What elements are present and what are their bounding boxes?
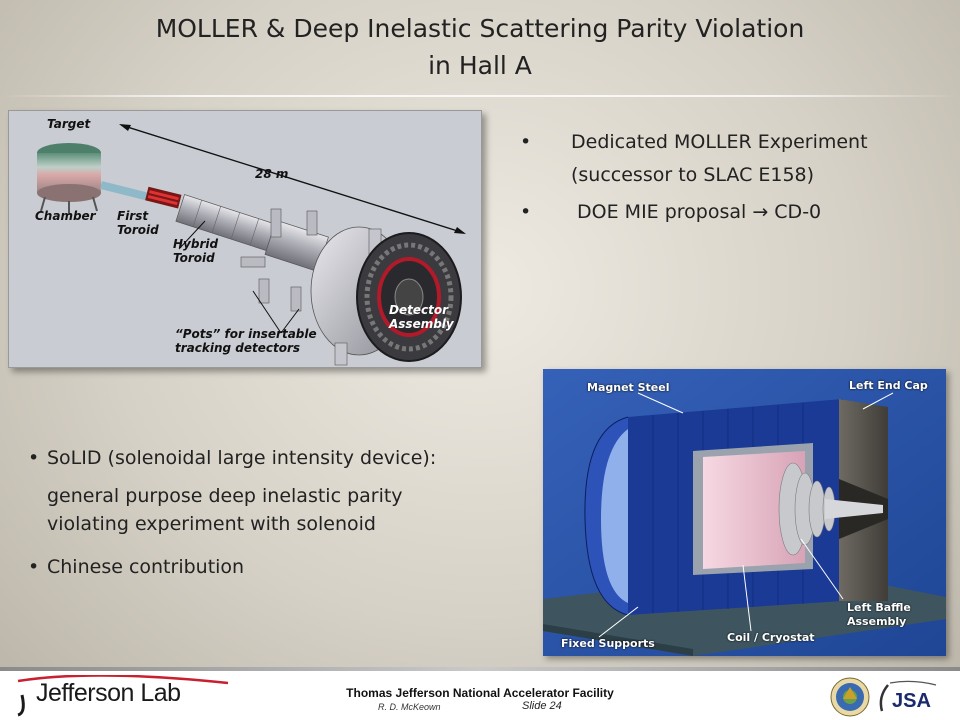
- slide-number: Slide 24: [522, 700, 562, 712]
- jefferson-lab-logo-text: Jefferson Lab: [36, 679, 181, 707]
- bullet-dot: •: [28, 447, 40, 469]
- facility-name: Thomas Jefferson National Accelerator Fa…: [346, 686, 614, 700]
- detector-label-line-2: Assembly: [389, 317, 454, 331]
- left-end-cap-label: Left End Cap: [849, 379, 928, 392]
- bullet-item-solid: • SoLID (solenoidal large intensity devi…: [28, 443, 508, 538]
- bullet-item-doe: • DOE MIE proposal → CD-0: [520, 197, 950, 227]
- pots-label-line-1: “Pots” for insertable: [175, 327, 317, 341]
- moller-apparatus-drawing: [37, 124, 466, 366]
- jefferson-lab-logo-icon: [17, 675, 229, 717]
- moller-bullet-list: • Dedicated MOLLER Experiment (successor…: [520, 127, 950, 227]
- bullet-text-line-2: (successor to SLAC E158): [571, 164, 815, 186]
- author-name: R. D. McKeown: [378, 702, 441, 712]
- bullet-item-moller: • Dedicated MOLLER Experiment (successor…: [520, 127, 950, 193]
- jsa-letters: JSA: [892, 690, 931, 712]
- bullet-text-line-2: general purpose deep inelastic parity vi…: [47, 485, 403, 535]
- hybrid-toroid-label-line-1: Hybrid: [173, 237, 219, 251]
- footer-divider: [0, 667, 960, 671]
- title-line-1: MOLLER & Deep Inelastic Scattering Parit…: [155, 14, 805, 43]
- moller-apparatus-figure: Target Chamber First Toroid Hybrid Toroi…: [8, 110, 482, 368]
- bullet-dot: •: [520, 131, 532, 153]
- jsa-logo-icon: JSA: [879, 680, 937, 712]
- detector-label-line-1: Detector: [389, 303, 448, 317]
- left-baffle-label-line-1: Left Baffle: [847, 601, 911, 614]
- length-label: 28 m: [255, 167, 289, 181]
- doe-seal-icon: [830, 677, 870, 717]
- bullet-dot: •: [520, 201, 532, 223]
- bullet-item-chinese: • Chinese contribution: [28, 552, 508, 583]
- solid-detector-figure: Magnet Steel Left End Cap Left Baffle As…: [543, 369, 946, 656]
- chamber-label: Chamber: [35, 209, 96, 223]
- left-baffle-label-line-2: Assembly: [847, 615, 907, 628]
- slide-title: MOLLER & Deep Inelastic Scattering Parit…: [40, 10, 920, 84]
- bullet-text: Chinese contribution: [47, 556, 245, 578]
- hybrid-toroid-label-line-2: Toroid: [173, 251, 215, 265]
- footer: Jefferson Lab Thomas Jefferson National …: [0, 671, 960, 720]
- bullet-text: DOE MIE proposal → CD-0: [571, 201, 822, 223]
- coil-cryostat-label: Coil / Cryostat: [727, 631, 815, 644]
- target-label: Target: [47, 117, 91, 131]
- first-toroid-label-line-1: First: [117, 209, 149, 223]
- solid-detector-drawing: [543, 369, 946, 656]
- pots-label-line-2: tracking detectors: [175, 341, 301, 355]
- bullet-text-line-1: SoLID (solenoidal large intensity device…: [47, 447, 437, 469]
- bullet-dot: •: [28, 556, 40, 578]
- fixed-supports-label: Fixed Supports: [561, 637, 655, 650]
- solid-bullet-list: • SoLID (solenoidal large intensity devi…: [28, 443, 508, 583]
- title-line-2: in Hall A: [428, 51, 532, 80]
- title-divider: [0, 95, 960, 97]
- bullet-text-line-1: Dedicated MOLLER Experiment: [571, 131, 868, 153]
- magnet-steel-label: Magnet Steel: [587, 381, 670, 394]
- first-toroid-label-line-2: Toroid: [117, 223, 159, 237]
